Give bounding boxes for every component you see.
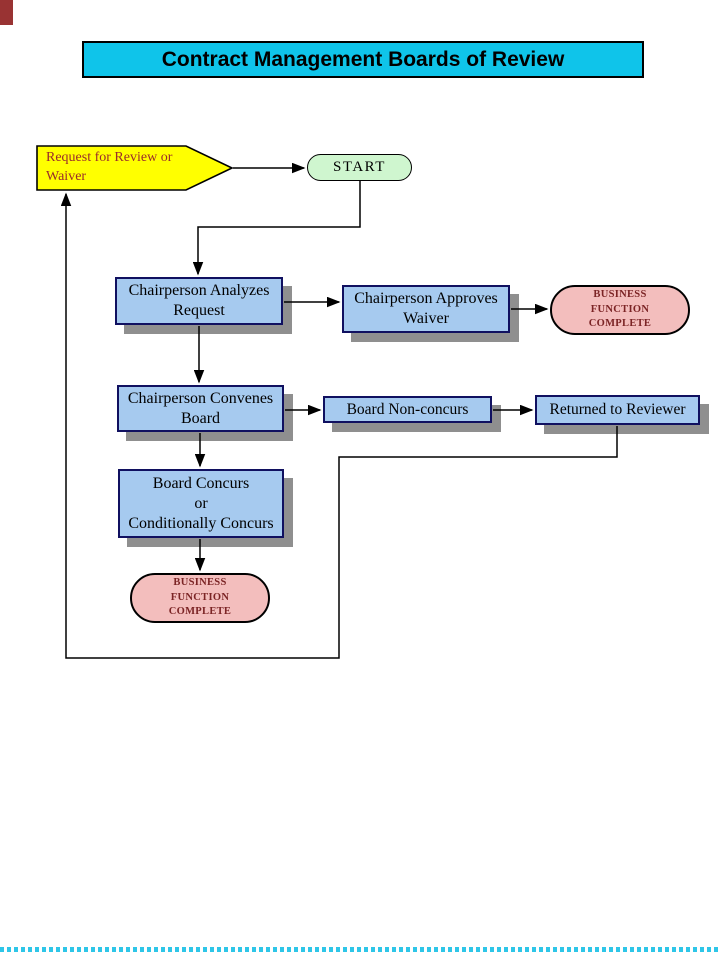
page-bottom-dotted-border: [0, 947, 720, 952]
node-chairperson-approves-label: Chairperson Approves Waiver: [354, 290, 498, 327]
node-chairperson-analyzes-label: Chairperson Analyzes Request: [128, 282, 270, 319]
node-request-waiver-label: Request for Review or Waiver: [46, 150, 173, 184]
node-chairperson-approves: Chairperson Approves Waiver: [342, 285, 510, 333]
node-business-function-complete-bottom: BUSINESS FUNCTION COMPLETE: [130, 573, 270, 623]
pentagon-shape: [36, 145, 234, 191]
node-returned-to-reviewer-label: Returned to Reviewer: [549, 401, 686, 419]
node-returned-to-reviewer: Returned to Reviewer: [535, 395, 700, 425]
edge-start-to-analyzes: [192, 181, 361, 276]
node-request-waiver: Request for Review or Waiver: [36, 145, 234, 191]
node-chairperson-convenes: Chairperson Convenes Board: [117, 385, 284, 432]
node-business-function-complete-right: BUSINESS FUNCTION COMPLETE: [550, 285, 690, 335]
node-board-concurs-label: Board Concurs or Conditionally Concurs: [128, 474, 274, 532]
slide-title-bar: Contract Management Boards of Review: [82, 41, 644, 78]
node-board-non-concurs-label: Board Non-concurs: [346, 400, 469, 418]
corner-marker: [0, 0, 13, 25]
node-chairperson-convenes-label: Chairperson Convenes Board: [127, 389, 274, 427]
node-board-concurs: Board Concurs or Conditionally Concurs: [118, 469, 284, 538]
node-start-label: START: [333, 159, 386, 175]
node-start: START: [307, 154, 412, 181]
slide-title: Contract Management Boards of Review: [161, 47, 565, 71]
node-business-function-complete-bottom-label: BUSINESS FUNCTION COMPLETE: [168, 576, 232, 618]
node-chairperson-analyzes: Chairperson Analyzes Request: [115, 277, 283, 325]
node-board-non-concurs: Board Non-concurs: [323, 396, 492, 423]
node-business-function-complete-right-label: BUSINESS FUNCTION COMPLETE: [588, 288, 652, 330]
